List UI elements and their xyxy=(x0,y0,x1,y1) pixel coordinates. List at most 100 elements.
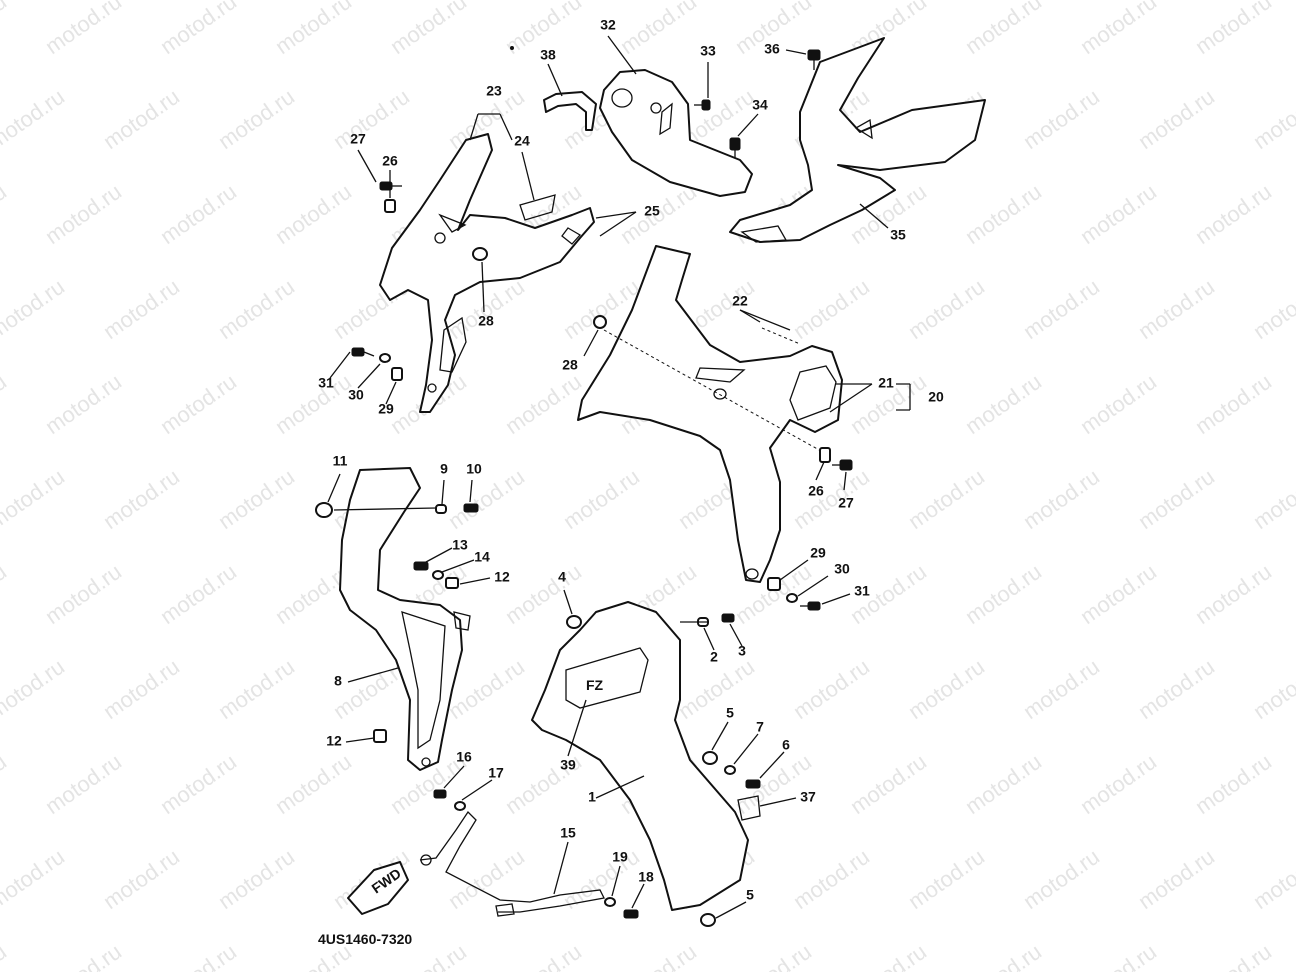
grommet-28-right xyxy=(593,315,607,329)
watermark-text: motod.ru xyxy=(1019,274,1104,344)
cover-32 xyxy=(599,69,753,197)
watermark-text: motod.ru xyxy=(1134,654,1219,724)
watermark-text: motod.ru xyxy=(0,844,69,914)
bolt-16 xyxy=(433,789,447,799)
callout-37: 37 xyxy=(800,789,816,805)
watermark-text: motod.ru xyxy=(846,749,931,819)
watermark-text: motod.ru xyxy=(1249,274,1296,344)
watermark-text: motod.ru xyxy=(0,369,11,439)
watermark-text: motod.ru xyxy=(41,939,126,972)
watermark-text: motod.ru xyxy=(731,749,816,819)
watermark-text: motod.ru xyxy=(846,939,931,972)
watermark-text: motod.ru xyxy=(41,0,126,59)
watermark-text: motod.ru xyxy=(1019,654,1104,724)
callout-30: 30 xyxy=(348,387,364,403)
watermark-text: motod.ru xyxy=(961,749,1046,819)
callout-11: 11 xyxy=(333,453,348,469)
watermark-text: motod.ru xyxy=(789,274,874,344)
callout-13: 13 xyxy=(452,537,468,553)
callout-21: 21 xyxy=(878,375,894,391)
callout-28: 28 xyxy=(478,313,494,329)
watermark-text: motod.ru xyxy=(904,654,989,724)
watermark-text: motod.ru xyxy=(0,0,11,59)
watermark-text: motod.ru xyxy=(904,464,989,534)
bolt-31-left xyxy=(351,347,375,357)
watermark-text: motod.ru xyxy=(1076,749,1161,819)
watermark-text: motod.ru xyxy=(99,84,184,154)
bolt-34 xyxy=(729,137,741,158)
callout-33: 33 xyxy=(700,43,716,59)
watermark-text: motod.ru xyxy=(1019,844,1104,914)
watermark-text: motod.ru xyxy=(0,939,11,972)
watermark-text: motod.ru xyxy=(616,0,701,59)
stay-15 xyxy=(419,810,605,917)
callout-34: 34 xyxy=(752,97,768,113)
watermark-text: motod.ru xyxy=(41,749,126,819)
bolt-10 xyxy=(463,503,479,513)
watermark-text: motod.ru xyxy=(1076,559,1161,629)
watermark-text: motod.ru xyxy=(1019,84,1104,154)
fz-emblem: FZ xyxy=(586,677,604,693)
watermark-text: motod.ru xyxy=(214,654,299,724)
fwd-arrow-icon: FWD xyxy=(347,861,409,915)
watermark-text: motod.ru xyxy=(789,464,874,534)
washer-19 xyxy=(604,897,616,907)
watermark-text: motod.ru xyxy=(789,844,874,914)
callout-16: 16 xyxy=(456,749,472,765)
hardware xyxy=(315,49,853,927)
callout-24: 24 xyxy=(514,133,530,149)
callout-12: 12 xyxy=(494,569,510,585)
callout-29: 29 xyxy=(810,545,826,561)
callout-29: 29 xyxy=(378,401,394,417)
watermark-text: motod.ru xyxy=(1134,464,1219,534)
watermark-text: motod.ru xyxy=(0,274,69,344)
watermark-text: motod.ru xyxy=(961,559,1046,629)
leader-lines xyxy=(327,35,911,919)
callout-26: 26 xyxy=(382,153,398,169)
watermark-text: motod.ru xyxy=(1076,939,1161,972)
watermark-text: motod.ru xyxy=(1019,464,1104,534)
inner-panel-left xyxy=(379,133,595,413)
watermark-text: motod.ru xyxy=(961,0,1046,59)
watermark-text: motod.ru xyxy=(156,0,241,59)
watermark-text: motod.ru xyxy=(41,369,126,439)
callout-18: 18 xyxy=(638,869,654,885)
watermark-text: motod.ru xyxy=(1134,844,1219,914)
watermark-text: motod.ru xyxy=(1191,559,1276,629)
watermark-text: motod.ru xyxy=(1191,749,1276,819)
callout-4: 4 xyxy=(558,569,566,585)
callout-20: 20 xyxy=(928,389,944,405)
grommet-29-right xyxy=(767,577,781,591)
grommet-12-lower xyxy=(373,729,387,743)
callout-22: 22 xyxy=(732,293,748,309)
callout-5: 5 xyxy=(746,887,754,903)
bolt-6 xyxy=(745,779,761,789)
callout-38: 38 xyxy=(540,47,556,63)
callout-7: 7 xyxy=(756,719,764,735)
watermark-text: motod.ru xyxy=(1076,0,1161,59)
grommet-5-lower xyxy=(700,913,716,927)
washer-14 xyxy=(432,570,444,580)
grommet-12-upper xyxy=(445,577,459,589)
watermark-text: motod.ru xyxy=(904,274,989,344)
bolt-3 xyxy=(721,613,735,623)
callout-39: 39 xyxy=(560,757,576,773)
bolt-27-left xyxy=(379,181,402,191)
callout-27: 27 xyxy=(350,131,366,147)
watermark-text: motod.ru xyxy=(961,939,1046,972)
callout-14: 14 xyxy=(474,549,490,565)
watermark-text: motod.ru xyxy=(99,654,184,724)
watermark-text: motod.ru xyxy=(99,464,184,534)
washer-17 xyxy=(454,801,466,811)
callout-26: 26 xyxy=(808,483,824,499)
watermark-text: motod.ru xyxy=(271,0,356,59)
cowl-8 xyxy=(339,467,471,771)
grommet-4 xyxy=(566,615,582,629)
watermark-text: motod.ru xyxy=(271,369,356,439)
side-cover-35 xyxy=(729,37,986,243)
grommet-5-upper xyxy=(702,751,718,765)
watermark-text: motod.ru xyxy=(0,179,11,249)
bolt-18 xyxy=(623,909,639,919)
callout-31: 31 xyxy=(318,375,334,391)
